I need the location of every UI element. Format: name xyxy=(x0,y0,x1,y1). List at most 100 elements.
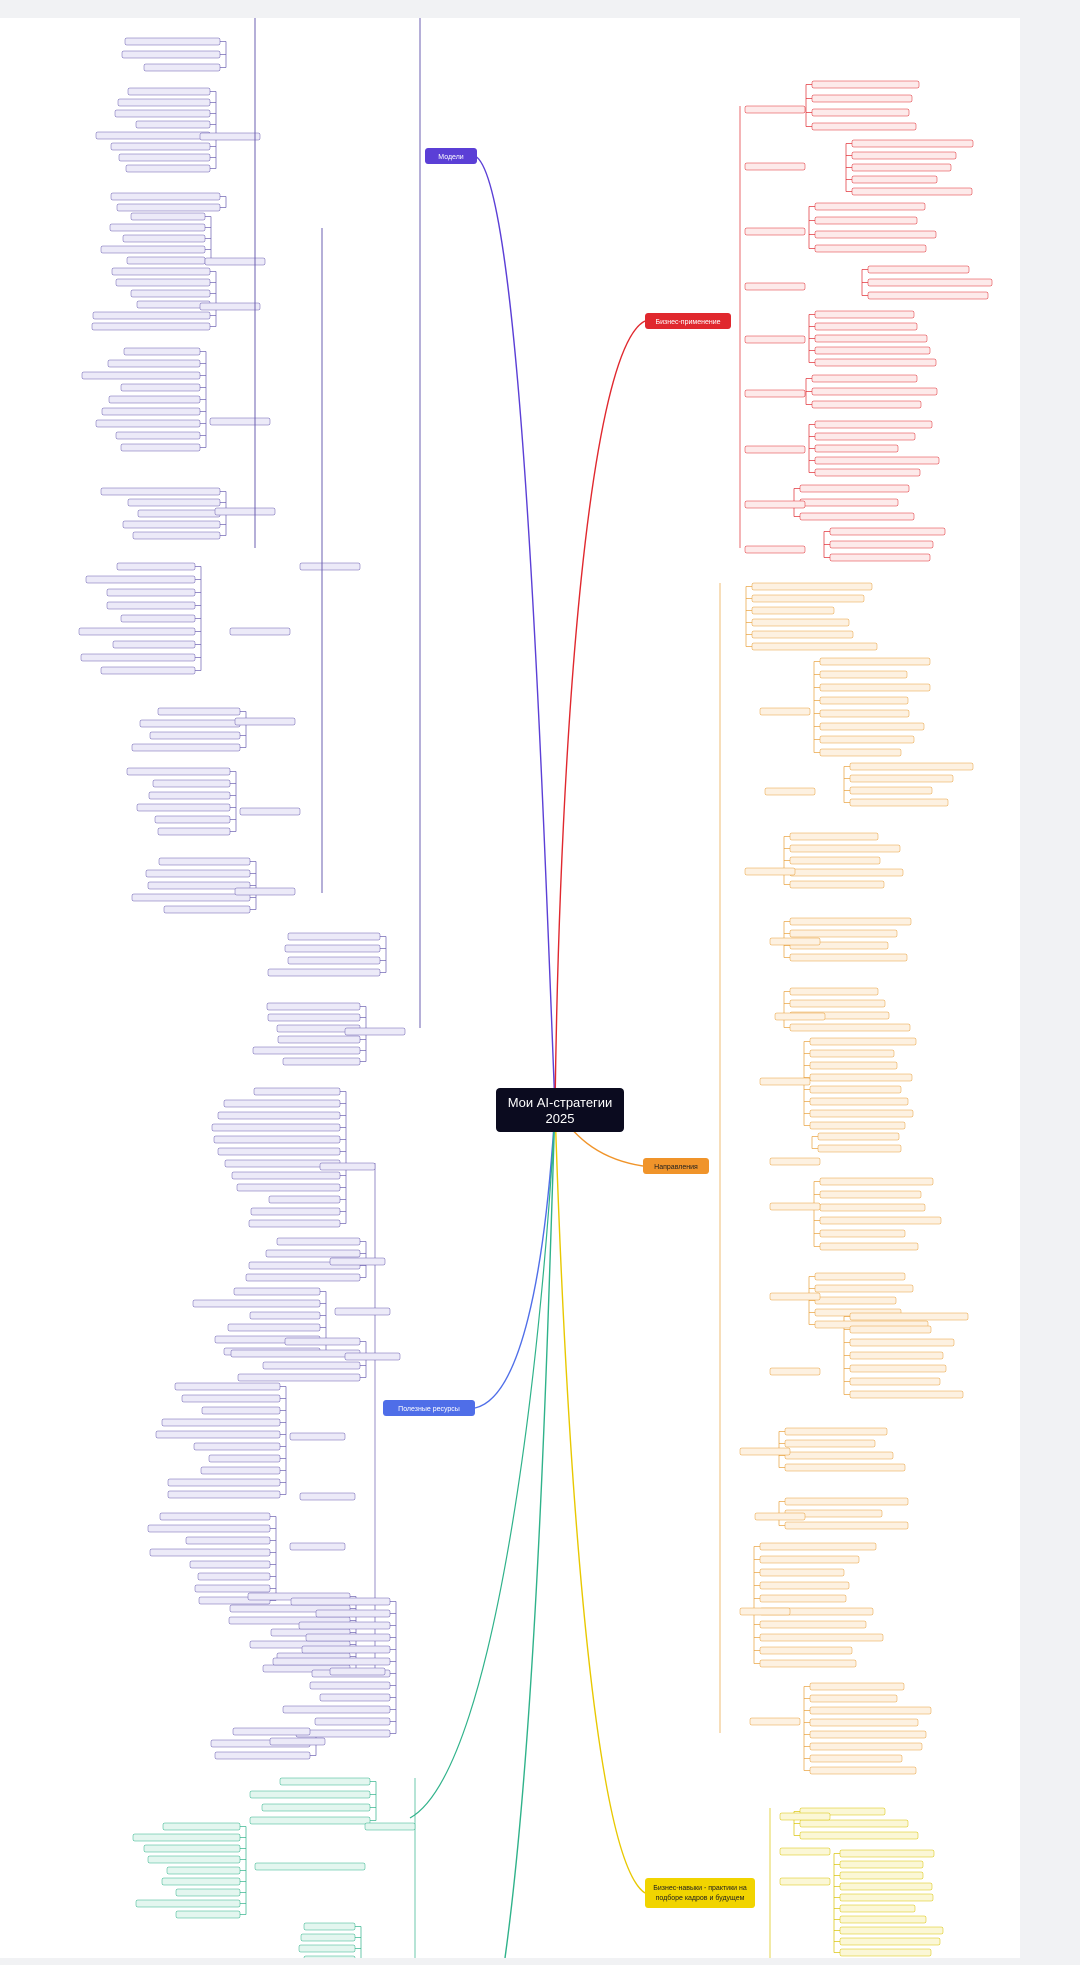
green-b-leaf[interactable] xyxy=(175,1910,241,1919)
orange-14-leaf[interactable] xyxy=(809,1706,932,1715)
orange-3-leaf[interactable] xyxy=(789,868,904,877)
left-lower-sub-4[interactable] xyxy=(289,1432,346,1441)
green-c-leaf[interactable] xyxy=(298,1944,356,1953)
yellow-sub-1[interactable] xyxy=(779,1847,831,1856)
orange-9-leaf[interactable] xyxy=(814,1284,914,1293)
left-lower-7-leaf[interactable] xyxy=(272,1657,391,1666)
left-lower-7-leaf[interactable] xyxy=(298,1621,391,1630)
red-0-leaf[interactable] xyxy=(811,94,913,103)
orange-8-leaf[interactable] xyxy=(819,1242,919,1251)
yellow-b-leaf[interactable] xyxy=(839,1882,933,1891)
left-upper-5-leaf[interactable] xyxy=(115,431,201,440)
orange-5-leaf[interactable] xyxy=(789,987,879,996)
orange-8-leaf[interactable] xyxy=(819,1177,934,1186)
orange-8-leaf[interactable] xyxy=(819,1190,922,1199)
yellow-b-leaf[interactable] xyxy=(839,1904,916,1913)
red-sub-8[interactable] xyxy=(744,545,806,554)
left-lower-0-leaf[interactable] xyxy=(236,1183,341,1192)
left-lower-2-leaf[interactable] xyxy=(249,1311,321,1320)
orange-13-leaf[interactable] xyxy=(759,1555,860,1564)
orange-3-leaf[interactable] xyxy=(789,844,901,853)
left-upper-5-leaf[interactable] xyxy=(107,359,201,368)
left-lower-0-leaf[interactable] xyxy=(217,1111,341,1120)
left-upper-3-leaf[interactable] xyxy=(100,245,206,254)
left-lower-0-leaf[interactable] xyxy=(231,1171,341,1180)
orange-sub-3[interactable] xyxy=(769,937,821,946)
left-lower-3-leaf[interactable] xyxy=(284,1337,361,1346)
left-lower-3-leaf[interactable] xyxy=(237,1373,361,1382)
left-upper-1-leaf[interactable] xyxy=(114,109,211,118)
left-upper-11-leaf[interactable] xyxy=(287,932,381,941)
orange-sub-9[interactable] xyxy=(769,1367,821,1376)
red-0-leaf[interactable] xyxy=(811,122,917,131)
orange-13-leaf[interactable] xyxy=(759,1620,867,1629)
left-upper-1-leaf[interactable] xyxy=(117,98,211,107)
left-upper-9-leaf[interactable] xyxy=(136,803,231,812)
red-2-leaf[interactable] xyxy=(814,216,918,225)
left-lower-sub-8[interactable] xyxy=(269,1737,326,1746)
red-4-leaf[interactable] xyxy=(814,358,937,367)
left-lower-sub-7[interactable] xyxy=(329,1667,386,1676)
left-lower-0-leaf[interactable] xyxy=(217,1147,341,1156)
red-sub-5[interactable] xyxy=(744,389,806,398)
left-upper-7-leaf[interactable] xyxy=(116,562,196,571)
red-7-leaf[interactable] xyxy=(799,484,910,493)
green-a-leaf[interactable] xyxy=(279,1777,371,1786)
left-upper-sub-8[interactable] xyxy=(234,887,296,896)
left-upper-sub-3[interactable] xyxy=(209,417,271,426)
left-upper-6-leaf[interactable] xyxy=(137,509,221,518)
left-lower-7-leaf[interactable] xyxy=(315,1609,391,1618)
orange-13-leaf[interactable] xyxy=(759,1659,857,1668)
left-upper-1-leaf[interactable] xyxy=(125,164,211,173)
left-upper-5-leaf[interactable] xyxy=(81,371,201,380)
orange-9-leaf[interactable] xyxy=(814,1272,906,1281)
red-8-leaf[interactable] xyxy=(829,540,934,549)
orange-13-leaf[interactable] xyxy=(759,1646,853,1655)
yellow-b-leaf[interactable] xyxy=(839,1860,924,1869)
yellow-sub-2[interactable] xyxy=(779,1877,831,1886)
red-5-leaf[interactable] xyxy=(811,387,938,396)
orange-1-leaf[interactable] xyxy=(819,709,910,718)
green-sub-1[interactable] xyxy=(364,1822,416,1831)
orange-2-leaf[interactable] xyxy=(849,798,949,807)
orange-0-leaf[interactable] xyxy=(751,630,854,639)
branch-node-yellow[interactable]: Бизнес-навыки - практики на подборе кадр… xyxy=(645,1878,755,1908)
yellow-b-leaf[interactable] xyxy=(839,1915,927,1924)
red-2-leaf[interactable] xyxy=(814,230,937,239)
orange-6-leaf[interactable] xyxy=(809,1073,913,1082)
left-upper-5-leaf[interactable] xyxy=(101,407,201,416)
red-1-leaf[interactable] xyxy=(851,151,957,160)
left-lower-2-leaf[interactable] xyxy=(192,1299,321,1308)
orange-6-leaf[interactable] xyxy=(809,1109,914,1118)
left-lower-4-leaf[interactable] xyxy=(208,1454,281,1463)
red-7-leaf[interactable] xyxy=(799,498,899,507)
orange-11-leaf[interactable] xyxy=(784,1451,894,1460)
orange-6-leaf[interactable] xyxy=(809,1085,902,1094)
left-upper-6-leaf[interactable] xyxy=(127,498,221,507)
left-upper-7-leaf[interactable] xyxy=(106,601,196,610)
left-lower-5-leaf[interactable] xyxy=(147,1524,271,1533)
left-upper-4-leaf[interactable] xyxy=(91,322,211,331)
orange-14-leaf[interactable] xyxy=(809,1694,898,1703)
left-upper-9-leaf[interactable] xyxy=(126,767,231,776)
left-lower-4-leaf[interactable] xyxy=(201,1406,281,1415)
left-upper-10-leaf[interactable] xyxy=(147,881,251,890)
left-upper-sub-9[interactable] xyxy=(299,562,361,571)
green-c-leaf[interactable] xyxy=(303,1955,356,1958)
orange-14-leaf[interactable] xyxy=(809,1742,923,1751)
left-upper-7-leaf[interactable] xyxy=(120,614,196,623)
orange-8-leaf[interactable] xyxy=(819,1203,926,1212)
orange-sub-1[interactable] xyxy=(764,787,816,796)
left-lower-3-leaf[interactable] xyxy=(262,1361,361,1370)
red-1-leaf[interactable] xyxy=(851,139,974,148)
orange-9-leaf[interactable] xyxy=(814,1296,897,1305)
orange-sub-8[interactable] xyxy=(769,1292,821,1301)
red-sub-7[interactable] xyxy=(744,500,806,509)
orange-4-leaf[interactable] xyxy=(789,929,898,938)
mindmap-canvas[interactable]: Мои AI-стратегии 2025 Модели Бизнес-прим… xyxy=(0,18,1020,1958)
left-upper-5-leaf[interactable] xyxy=(120,383,201,392)
left-upper-12-leaf[interactable] xyxy=(267,1013,361,1022)
left-upper-10-leaf[interactable] xyxy=(145,869,251,878)
red-6-leaf[interactable] xyxy=(814,444,899,453)
left-lower-4-leaf[interactable] xyxy=(167,1490,281,1499)
